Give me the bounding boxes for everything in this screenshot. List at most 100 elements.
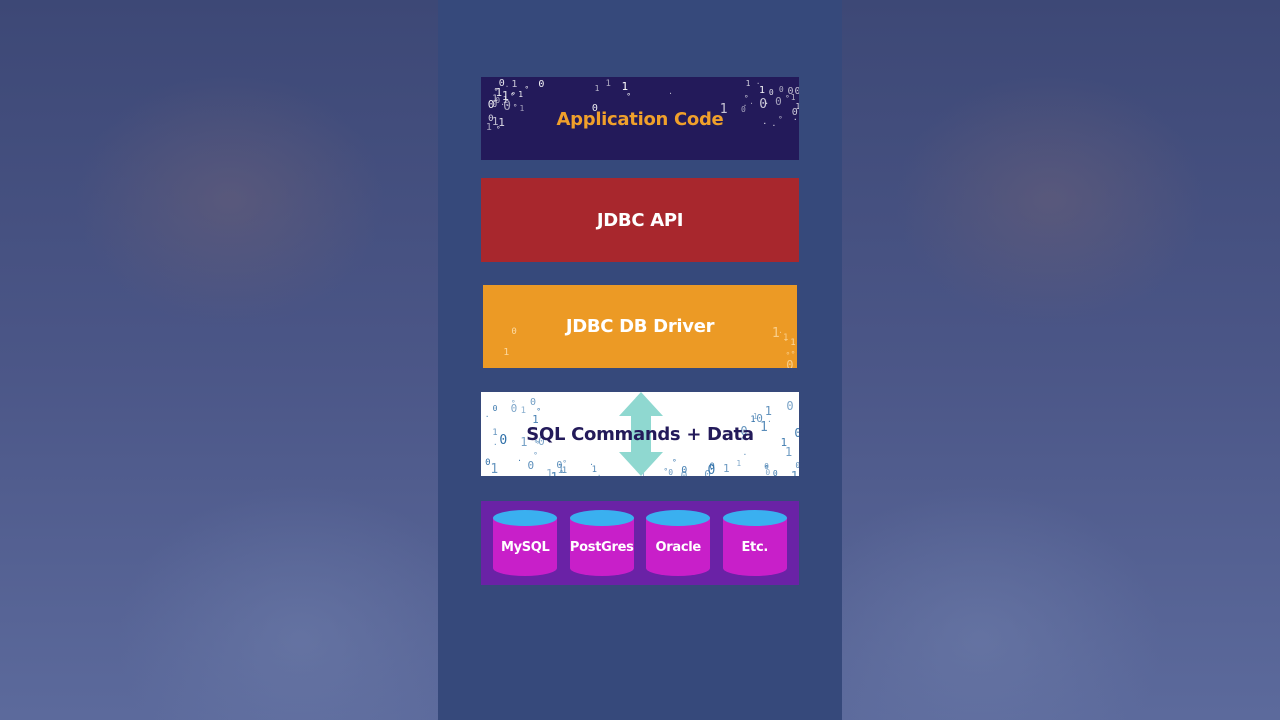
binary-digit: ° <box>495 124 501 134</box>
binary-digit: · <box>517 455 522 465</box>
binary-digit: 1 <box>790 92 796 102</box>
binary-digit: ° <box>536 406 542 416</box>
binary-digit: 1 <box>518 89 524 99</box>
binary-digit: 1 <box>503 346 510 358</box>
database-cylinder-etc: Etc. <box>722 510 787 576</box>
database-cylinder-mysql: MySQL <box>493 510 558 576</box>
binary-digit: 1 <box>532 412 539 426</box>
binary-digit: 0 <box>511 326 517 337</box>
binary-digit: · <box>762 118 768 128</box>
binary-digit: 1 <box>501 89 509 104</box>
binary-digit: 0 <box>510 402 518 416</box>
binary-digit: 1 <box>790 337 796 348</box>
binary-digit: ° <box>524 85 530 95</box>
binary-digit: 0 <box>787 85 794 97</box>
binary-digit: · <box>771 120 777 130</box>
binary-digit: ° <box>740 435 746 445</box>
binary-digit: 0 <box>668 467 674 476</box>
binary-pattern: 0111°110°01···1100°000·11011011010··010°… <box>481 392 799 476</box>
binary-digit: · <box>504 82 510 92</box>
binary-digit: · <box>742 450 748 459</box>
database-cylinder-postgres: PostGres <box>569 510 634 576</box>
binary-digit: 1 <box>502 94 509 106</box>
binary-digit: · <box>742 101 748 111</box>
binary-digit: · <box>492 439 498 449</box>
binary-digit: · <box>505 101 511 111</box>
binary-digit: 0 <box>681 465 688 476</box>
database-icon <box>569 510 634 576</box>
binary-digit: ° <box>663 466 669 476</box>
layer-databases: MySQL PostGres Oracle Etc. <box>481 501 799 585</box>
database-icon <box>646 510 711 576</box>
binary-digit: 1 <box>785 445 793 460</box>
database-label: Oracle <box>655 540 702 555</box>
binary-digit: · <box>749 99 754 109</box>
binary-digit: ° <box>559 468 564 476</box>
binary-digit: · <box>596 470 602 476</box>
binary-digit: · <box>589 459 594 469</box>
binary-digit: ° <box>626 92 632 102</box>
binary-digit: ° <box>562 459 568 469</box>
binary-digit: 0 <box>759 96 768 112</box>
binary-digit: 1 <box>495 85 503 99</box>
layer-sql-commands-data: 0111°110°01···1100°000·11011011010··010°… <box>481 392 799 476</box>
binary-digit: 1 <box>722 461 730 475</box>
binary-digit: 1 <box>594 83 600 93</box>
binary-digit: 1 <box>561 466 568 476</box>
binary-digit: 0 <box>529 396 536 408</box>
binary-digit: 0 <box>485 457 491 468</box>
binary-digit: 1 <box>621 80 629 94</box>
binary-digit: 1 <box>491 114 499 128</box>
binary-digit: 1 <box>605 78 611 89</box>
bidirectional-arrow-icon <box>619 392 663 476</box>
binary-digit: ° <box>764 463 770 473</box>
binary-digit: 1 <box>520 435 528 450</box>
binary-digit: 1 <box>753 411 758 421</box>
binary-digit: 0 <box>499 433 508 449</box>
binary-digit: 1 <box>498 115 505 129</box>
binary-digit: 1 <box>492 428 498 439</box>
binary-digit: ° <box>784 93 790 103</box>
binary-digit: 1 <box>520 405 527 416</box>
binary-digit: 0 <box>786 398 794 413</box>
binary-digit: 0 <box>778 85 784 95</box>
binary-digit: 1 <box>485 122 492 134</box>
binary-digit: · <box>484 412 490 422</box>
binary-digit: 0 <box>538 434 545 448</box>
database-icon <box>722 510 787 576</box>
layer-label: JDBC API <box>596 209 684 231</box>
binary-digit: 0 <box>488 114 494 125</box>
binary-digit: 0 <box>680 470 687 476</box>
binary-digit: · <box>755 79 761 89</box>
layer-label: SQL Commands + Data <box>526 423 754 445</box>
database-label: PostGres <box>569 540 634 555</box>
binary-digit: ° <box>493 86 499 96</box>
binary-digit: 1 <box>745 78 751 88</box>
binary-digit: ° <box>533 451 538 461</box>
binary-digit: 1 <box>791 471 799 476</box>
binary-digit: 0 <box>764 462 769 472</box>
database-cylinder-oracle: Oracle <box>646 510 711 576</box>
binary-digit: 0 <box>492 403 498 413</box>
layer-jdbc-api: JDBC API <box>481 178 799 262</box>
binary-digit: ° <box>777 115 783 125</box>
binary-digit: ° <box>785 350 791 360</box>
binary-digit: 1 <box>557 462 565 476</box>
binary-digit: · <box>500 99 505 109</box>
binary-digit: ° <box>535 440 541 450</box>
binary-digit: 1 <box>783 332 789 343</box>
binary-digit: 1 <box>545 466 554 476</box>
layer-label: JDBC DB Driver <box>565 316 715 337</box>
database-label: Etc. <box>741 540 769 555</box>
binary-digit: 1 <box>519 103 525 113</box>
binary-digit: 0 <box>709 462 715 473</box>
binary-digit: 1 <box>492 93 498 104</box>
binary-digit: · <box>792 114 798 124</box>
layer-label: Application Code <box>556 109 724 130</box>
binary-digit: · <box>778 328 783 338</box>
binary-digit: 0 <box>487 97 495 111</box>
binary-digit: 0 <box>741 104 746 114</box>
binary-digit: 1 <box>511 79 518 91</box>
binary-digit: 0 <box>591 103 598 115</box>
